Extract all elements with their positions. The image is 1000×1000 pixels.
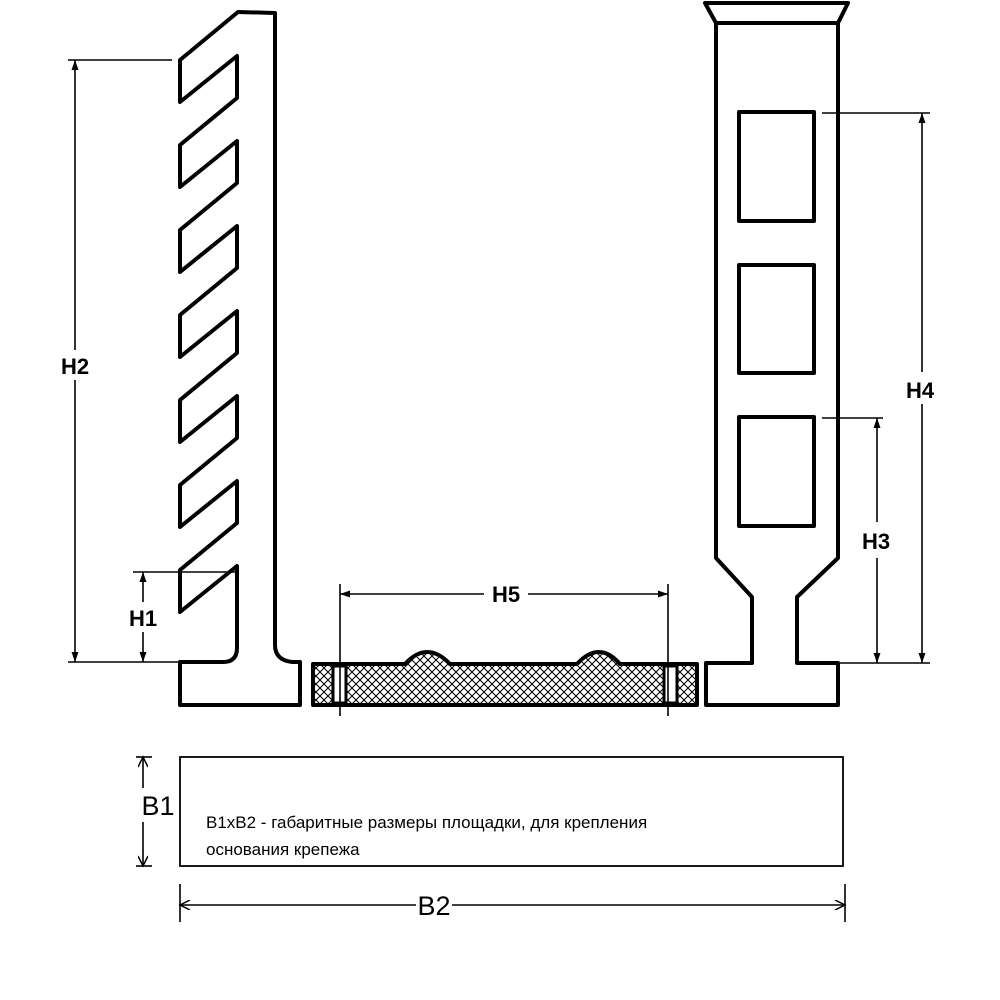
label-h2: H2 — [61, 354, 89, 379]
base-plate-outline — [179, 756, 844, 867]
dimension-b1: B1 — [136, 757, 176, 866]
label-h5: H5 — [492, 582, 520, 607]
dimension-h4: H4 — [822, 112, 935, 664]
label-h1: H1 — [129, 606, 157, 631]
ladder-bracket-profile — [703, 1, 850, 707]
note-line-2: основания крепежа — [206, 840, 360, 859]
dimension-h3: H3 — [822, 417, 890, 663]
label-b1: B1 — [141, 791, 174, 821]
hatched-strip — [311, 650, 699, 707]
comb-bracket-profile — [178, 10, 302, 707]
label-h3: H3 — [862, 529, 890, 554]
label-b2: B2 — [417, 891, 450, 921]
dimension-h1: H1 — [129, 571, 237, 662]
label-h4: H4 — [906, 378, 935, 403]
dimension-h2: H2 — [61, 59, 180, 663]
dimension-h5: H5 — [339, 582, 669, 716]
note-line-1: B1xB2 - габаритные размеры площадки, для… — [206, 813, 647, 832]
dimension-b2: B2 — [180, 884, 845, 922]
